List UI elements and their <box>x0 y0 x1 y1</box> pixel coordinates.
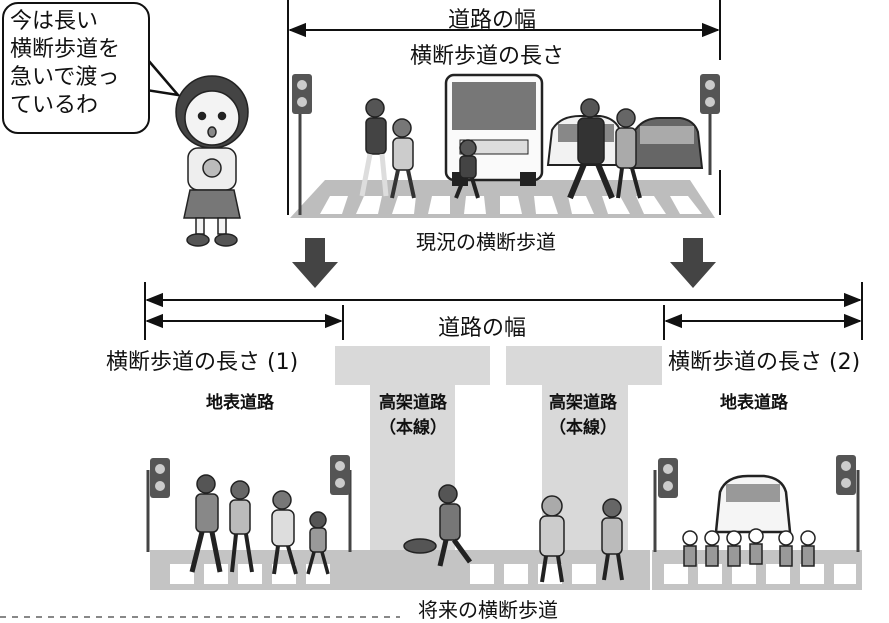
bottom-signal-1 <box>146 458 170 552</box>
top-caption: 現況の横断歩道 <box>416 230 556 254</box>
gray-car <box>628 117 704 169</box>
speech-bubble: 今は長い 横断歩道を 急いで渡っ ているわ <box>2 2 150 134</box>
elevated-left-line1: 高架道路 <box>379 393 447 413</box>
elevated-right-line2: （本線） <box>549 418 617 438</box>
top-right-signal <box>700 74 720 175</box>
elevated-right-label: 高架道路 （本線） <box>540 388 626 438</box>
down-arrow-left <box>292 238 338 288</box>
bottom-car <box>714 474 792 534</box>
crosswalk-length-2-label: 横断歩道の長さ (2) <box>668 350 861 375</box>
top-crosswalk-length-label: 横断歩道の長さ <box>410 44 565 69</box>
crosswalk-length-1-label: 横断歩道の長さ (1) <box>106 350 299 375</box>
elevated-right-line1: 高架道路 <box>549 393 617 413</box>
speech-line-3: 急いで渡っ <box>10 65 120 90</box>
bottom-signal-2 <box>330 455 352 552</box>
left-crosswalk-stripes <box>170 564 330 584</box>
speech-line-2: 横断歩道を <box>10 37 121 62</box>
down-arrow-right <box>670 238 716 288</box>
bottom-pedestrians <box>189 474 816 583</box>
elevated-left-line2: （本線） <box>379 418 447 438</box>
speech-bubble-tail <box>144 56 182 97</box>
top-crosswalk-stripes <box>320 196 702 214</box>
surface-road-left-label: 地表道路 <box>206 393 274 413</box>
bottom-signal-3 <box>653 458 678 552</box>
top-left-signal <box>292 74 312 215</box>
bottom-road-width-label: 道路の幅 <box>438 316 527 341</box>
elevated-pillar-right <box>506 346 662 556</box>
girl-character <box>175 75 249 247</box>
top-road-width-label: 道路の幅 <box>448 8 537 33</box>
elevated-left-label: 高架道路 （本線） <box>370 388 456 438</box>
surface-road-right-label: 地表道路 <box>720 393 788 413</box>
elevated-pillar-left <box>335 346 490 556</box>
speech-line-4: ているわ <box>10 93 99 118</box>
bottom-caption: 将来の横断歩道 <box>418 598 558 622</box>
bottom-signal-4 <box>836 455 860 552</box>
right-crosswalk-stripes <box>664 564 856 584</box>
speech-line-1: 今は長い <box>10 9 99 34</box>
top-pedestrians <box>359 98 642 200</box>
